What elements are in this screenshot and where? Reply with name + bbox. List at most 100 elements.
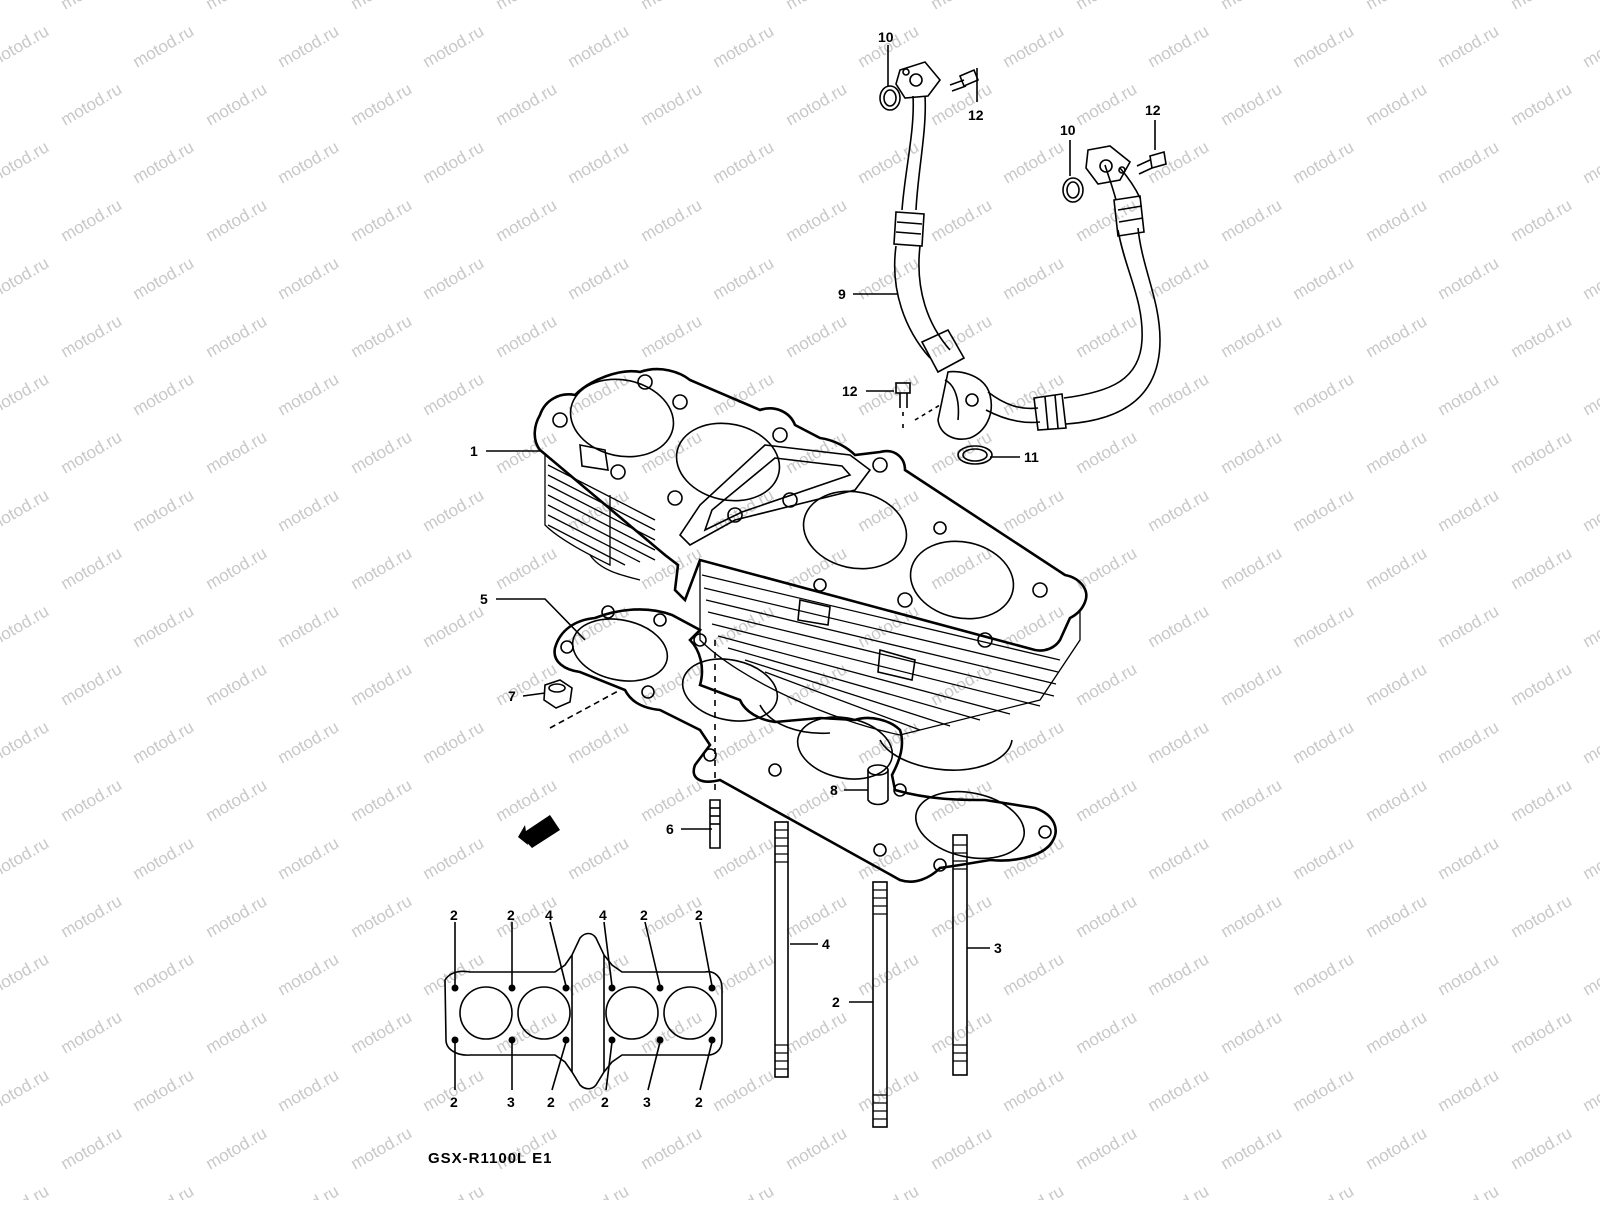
watermark-text: motod.ru (130, 833, 198, 883)
watermark-text: motod.ru (1218, 891, 1286, 941)
watermark-text: motod.ru (783, 79, 851, 129)
watermark-text: motod.ru (1363, 195, 1431, 245)
watermark-text: motod.ru (1580, 717, 1600, 767)
watermark-text: motod.ru (638, 1123, 706, 1173)
watermark-text: motod.ru (203, 659, 271, 709)
watermark-text: motod.ru (1290, 1065, 1358, 1115)
watermark-text: motod.ru (1435, 1065, 1503, 1115)
inset-bottom-label: 2 (601, 1094, 609, 1110)
watermark-text: motod.ru (203, 891, 271, 941)
watermark-text: motod.ru (1218, 543, 1286, 593)
watermark-text: motod.ru (783, 311, 851, 361)
watermark-text: motod.ru (493, 543, 561, 593)
inset-bottom-label: 3 (643, 1094, 651, 1110)
watermark-text: motod.ru (1508, 543, 1576, 593)
watermark-text: motod.ru (420, 601, 488, 651)
watermark-text: motod.ru (710, 21, 778, 71)
watermark-text: motod.ru (1290, 717, 1358, 767)
watermark-text: motod.ru (638, 0, 706, 13)
watermark-text: motod.ru (783, 0, 851, 13)
watermark-text: motod.ru (1580, 833, 1600, 883)
watermark-text: motod.ru (783, 1123, 851, 1173)
watermark-text: motod.ru (0, 833, 52, 883)
watermark-text: motod.ru (783, 775, 851, 825)
watermark-text: motod.ru (130, 1065, 198, 1115)
watermark-text: motod.ru (130, 253, 198, 303)
watermark-text: motod.ru (0, 21, 52, 71)
watermark-text: motod.ru (1580, 369, 1600, 419)
watermark-text: motod.ru (855, 949, 923, 999)
watermark-text: motod.ru (710, 137, 778, 187)
watermark-text: motod.ru (1363, 659, 1431, 709)
watermark-text: motod.ru (1290, 1181, 1358, 1200)
watermark-text: motod.ru (855, 1065, 923, 1115)
watermark-text: motod.ru (1580, 253, 1600, 303)
watermark-text: motod.ru (1435, 717, 1503, 767)
callout-2-stud: 2 (832, 994, 840, 1010)
callout-12-right: 12 (1145, 102, 1161, 118)
watermark-text: motod.ru (1363, 0, 1431, 13)
watermark-text: motod.ru (638, 659, 706, 709)
watermark-text: motod.ru (130, 21, 198, 71)
watermark-text: motod.ru (58, 543, 126, 593)
watermark-text: motod.ru (638, 311, 706, 361)
watermark-text: motod.ru (928, 0, 996, 13)
watermark-text: motod.ru (638, 79, 706, 129)
watermark-text: motod.ru (1508, 1123, 1576, 1173)
dowel-pin-8 (868, 765, 888, 805)
watermark-text: motod.ru (58, 1007, 126, 1057)
watermark-text: motod.ru (1363, 1123, 1431, 1173)
watermark-text: motod.ru (348, 891, 416, 941)
watermark-text: motod.ru (1218, 311, 1286, 361)
stud-layout-inset (445, 934, 722, 1089)
watermark-text: motod.ru (928, 195, 996, 245)
watermark-text: motod.ru (1145, 833, 1213, 883)
watermark-text: motod.ru (0, 949, 52, 999)
watermark-text: motod.ru (1073, 775, 1141, 825)
watermark-text: motod.ru (1363, 1007, 1431, 1057)
watermark-text: motod.ru (1435, 137, 1503, 187)
watermark-text: motod.ru (1218, 1123, 1286, 1173)
watermark-text: motod.ru (638, 775, 706, 825)
watermark-text: motod.ru (1218, 427, 1286, 477)
watermark-text: motod.ru (420, 949, 488, 999)
watermark-text: motod.ru (1508, 891, 1576, 941)
watermark-text: motod.ru (1508, 1007, 1576, 1057)
watermark-text: motod.ru (275, 137, 343, 187)
model-caption: GSX-R1100L E1 (428, 1150, 552, 1167)
watermark-text: motod.ru (855, 137, 923, 187)
watermark-text: motod.ru (1508, 311, 1576, 361)
watermark-text: motod.ru (1363, 891, 1431, 941)
watermark-text: motod.ru (420, 485, 488, 535)
watermark-text: motod.ru (58, 775, 126, 825)
watermark-text: motod.ru (1145, 253, 1213, 303)
watermark-text: motod.ru (130, 369, 198, 419)
watermark-text: motod.ru (1073, 311, 1141, 361)
watermark-text: motod.ru (928, 1007, 996, 1057)
watermark-text: motod.ru (493, 311, 561, 361)
watermark-text: motod.ru (420, 253, 488, 303)
watermark-text: motod.ru (565, 833, 633, 883)
watermark-text: motod.ru (1000, 949, 1068, 999)
watermark-text: motod.ru (275, 253, 343, 303)
watermark-text: motod.ru (1218, 1007, 1286, 1057)
watermark-text: motod.ru (0, 137, 52, 187)
watermark-text: motod.ru (1145, 1181, 1213, 1200)
watermark-text: motod.ru (1218, 0, 1286, 13)
watermark-text: motod.ru (130, 485, 198, 535)
watermark-text: motod.ru (275, 1065, 343, 1115)
callout-10-right: 10 (1060, 122, 1076, 138)
watermark-text: motod.ru (710, 253, 778, 303)
watermark-text: motod.ru (565, 253, 633, 303)
watermark-text: motod.ru (1290, 369, 1358, 419)
watermark-text: motod.ru (928, 543, 996, 593)
watermark-text: motod.ru (1145, 601, 1213, 651)
watermark-text: motod.ru (58, 659, 126, 709)
watermark-text: motod.ru (1435, 601, 1503, 651)
watermark-text: motod.ru (1073, 891, 1141, 941)
watermark-text: motod.ru (1580, 485, 1600, 535)
watermark-text: motod.ru (275, 833, 343, 883)
watermark-text: motod.ru (1290, 601, 1358, 651)
watermark-text: motod.ru (1580, 21, 1600, 71)
